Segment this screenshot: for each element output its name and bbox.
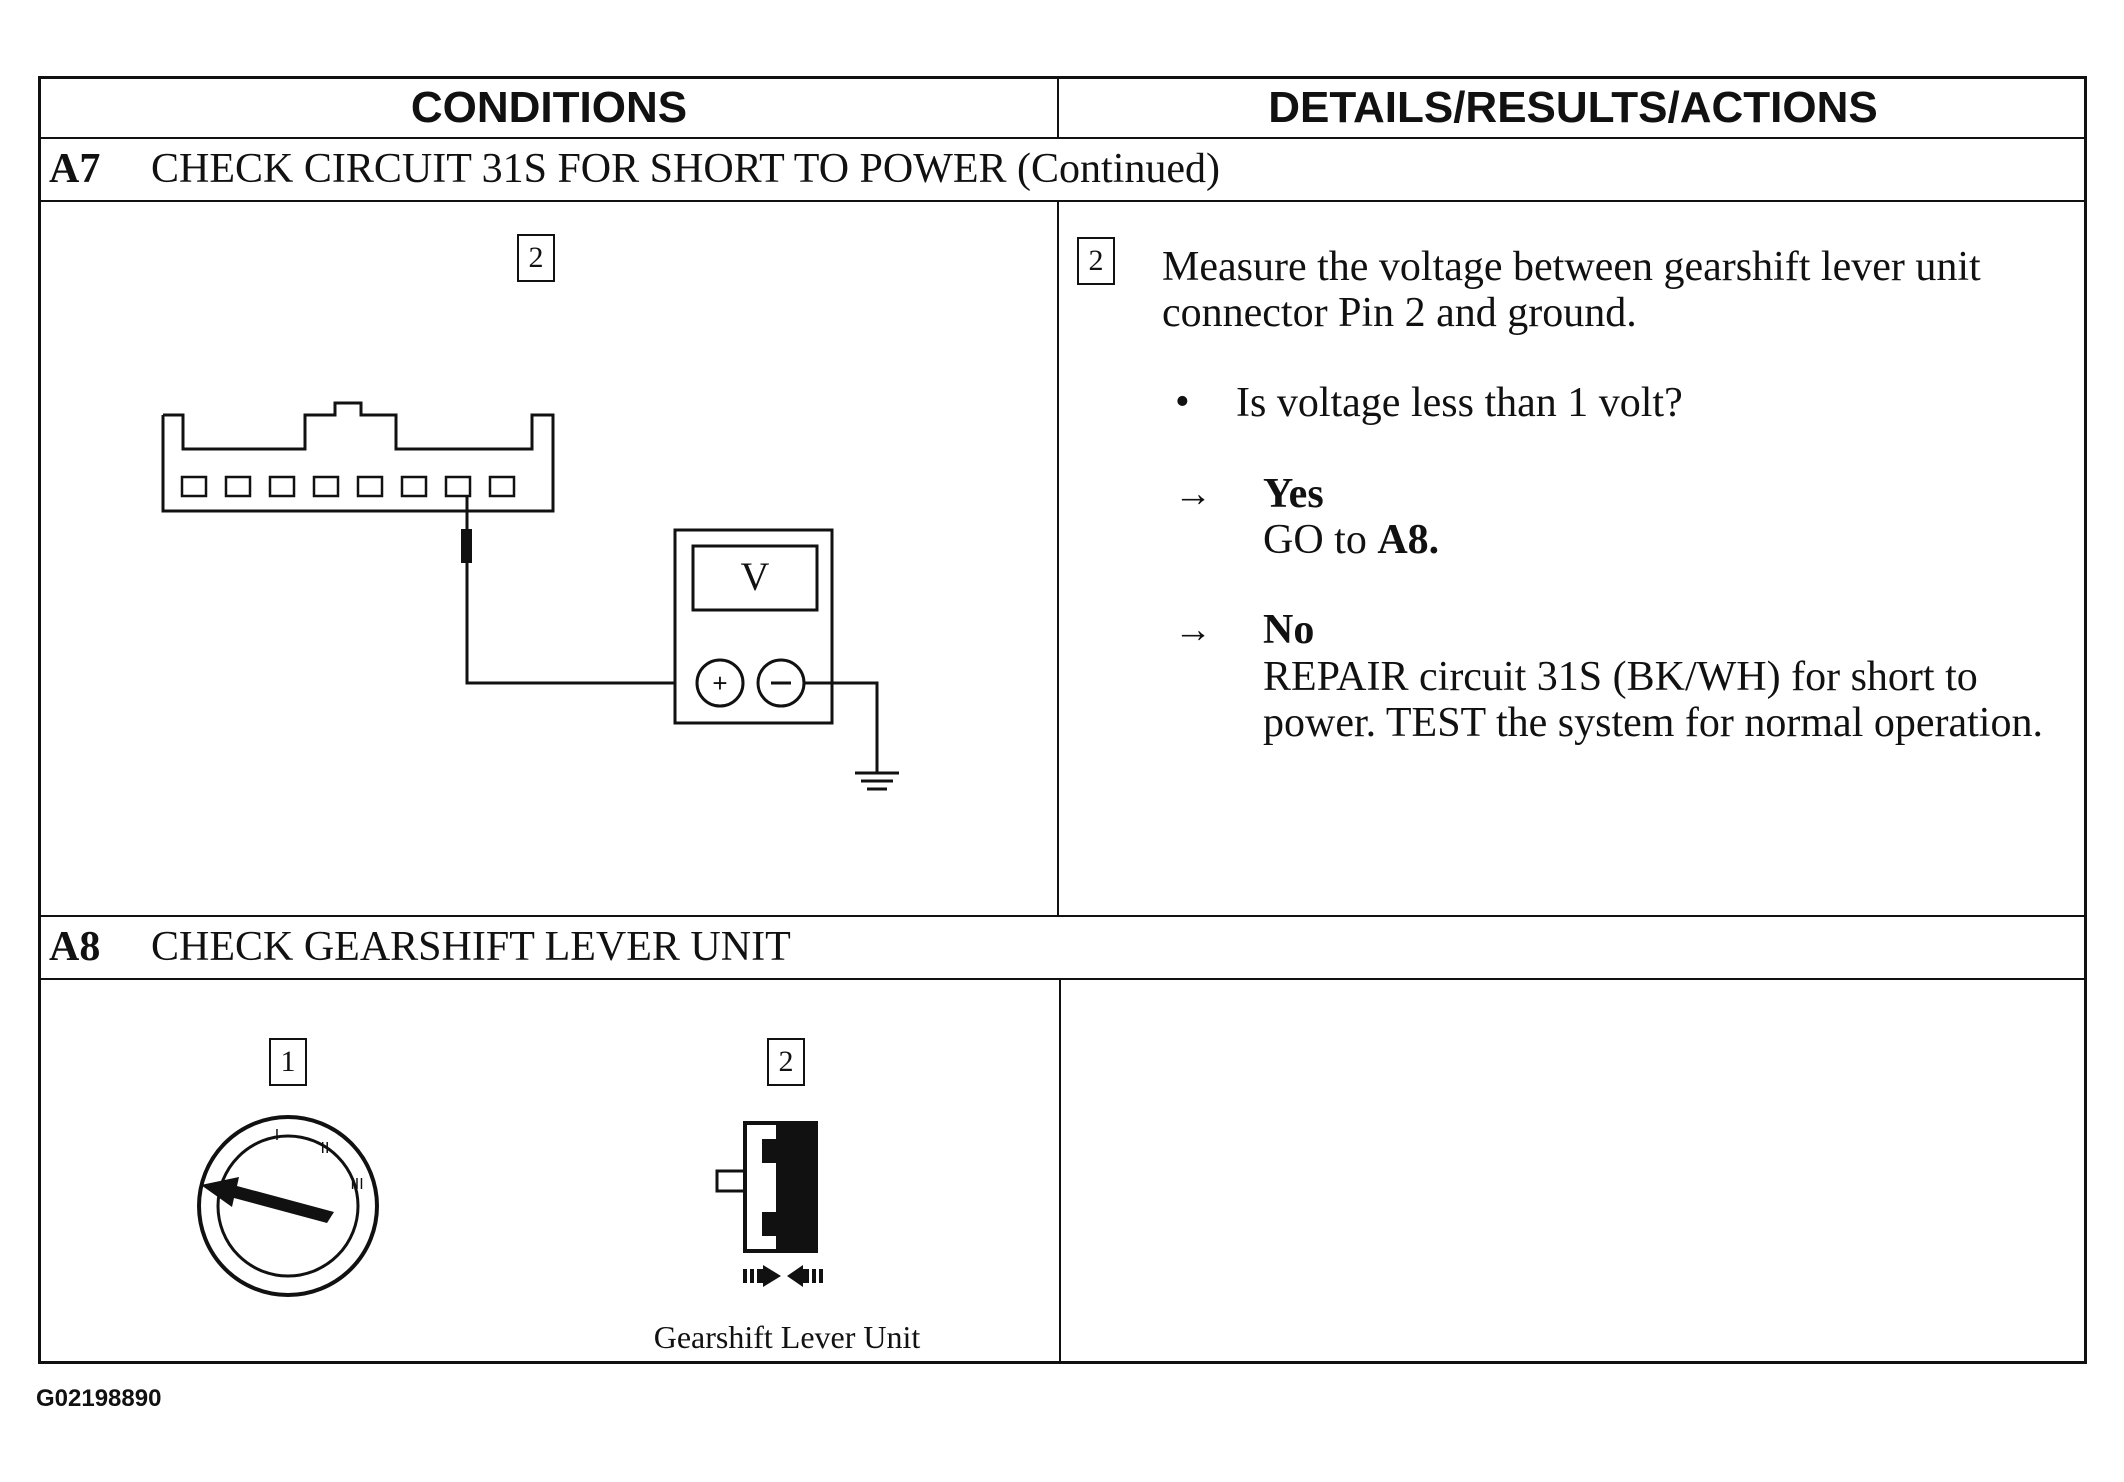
a7-title-divider — [41, 200, 2084, 202]
a7-bottom-divider — [41, 915, 2084, 917]
connector-arrows-icon — [743, 1265, 823, 1287]
a7-column-divider — [1057, 200, 1059, 915]
a8-column-divider — [1059, 978, 1061, 1364]
a8-title-row: A8 CHECK GEARSHIFT LEVER UNIT — [49, 923, 791, 971]
yes-action-prefix: GO to — [1263, 517, 1367, 563]
yes-action-target: A8. — [1377, 517, 1440, 563]
ignition-mark-2: II — [321, 1140, 330, 1157]
voltmeter-icon — [673, 528, 834, 725]
gearshift-caption: Gearshift Lever Unit — [653, 1319, 921, 1355]
a8-code: A8 — [49, 924, 101, 970]
a7-step-box-left: 2 — [517, 234, 555, 282]
a7-title: CHECK CIRCUIT 31S FOR SHORT TO POWER (Co… — [151, 146, 1220, 192]
ignition-mark-3: III — [350, 1176, 363, 1193]
ignition-mark-1: I — [275, 1127, 279, 1144]
figure-id: G02198890 — [36, 1385, 162, 1412]
a8-step-box-2: 2 — [767, 1038, 805, 1086]
yes-label: Yes — [1263, 471, 1324, 517]
gearshift-connector-icon — [715, 1121, 818, 1253]
a8-title: CHECK GEARSHIFT LEVER UNIT — [151, 924, 791, 970]
ignition-switch-icon — [197, 1115, 379, 1297]
header-divider — [41, 137, 2084, 139]
yes-arrow: → — [1174, 473, 1212, 515]
no-action: REPAIR circuit 31S (BK/WH) for short to … — [1263, 654, 2043, 746]
details-header: DETAILS/RESULTS/ACTIONS — [1268, 83, 1878, 132]
ignition-position-marks: 0 I II III — [212, 1127, 364, 1197]
no-arrow: → — [1174, 609, 1212, 651]
a7-step-box-right: 2 — [1077, 237, 1115, 285]
conditions-header: CONDITIONS — [410, 83, 688, 132]
a8-step-box-1: 1 — [269, 1038, 307, 1086]
probe-lead — [461, 496, 675, 685]
meter-plus-terminal: + — [712, 668, 727, 698]
yes-action: GO to A8. — [1263, 517, 1439, 563]
meter-label: V — [741, 554, 770, 599]
ignition-mark-0: 0 — [212, 1180, 221, 1197]
voltmeter-diagram: V + — [161, 401, 899, 791]
a7-instruction: Measure the voltage between gearshift le… — [1162, 244, 1981, 336]
a8-title-divider — [41, 978, 2084, 980]
bullet: • — [1175, 379, 1190, 425]
a7-code: A7 — [49, 146, 101, 192]
a8-illustrations: 0 I II III — [197, 1115, 823, 1297]
no-label: No — [1263, 607, 1315, 653]
ground-icon — [804, 681, 899, 791]
header-column-divider — [1057, 79, 1059, 137]
a7-question: Is voltage less than 1 volt? — [1236, 380, 1683, 426]
a7-title-row: A7 CHECK CIRCUIT 31S FOR SHORT TO POWER (… — [49, 145, 1220, 193]
connector-icon — [161, 401, 555, 513]
